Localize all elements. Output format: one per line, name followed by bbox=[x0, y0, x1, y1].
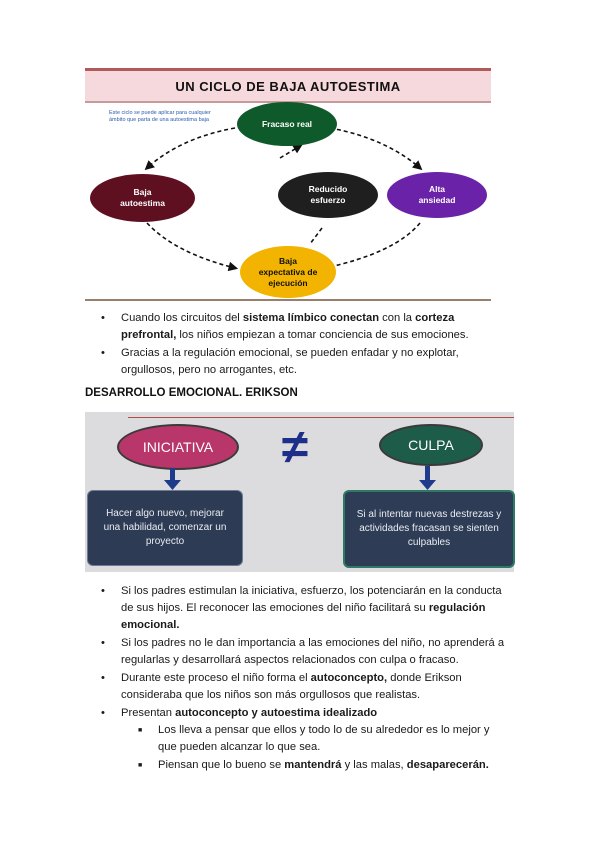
sub-list-item: ■ Los lleva a pensar que ellos y todo lo… bbox=[138, 724, 490, 753]
culpa-oval: CULPA bbox=[379, 424, 483, 466]
list-item: • Cuando los circuitos del sistema límbi… bbox=[101, 312, 469, 341]
divider bbox=[128, 417, 514, 418]
diagram-note: Este ciclo se puede aplicar para cualqui… bbox=[109, 110, 211, 123]
list-item: • Si los padres estimulan la iniciativa,… bbox=[101, 585, 502, 631]
cycle-diagram: UN CICLO DE BAJA AUTOESTIMA Este ciclo s… bbox=[85, 68, 491, 301]
section-heading: DESARROLLO EMOCIONAL. ERIKSON bbox=[85, 387, 298, 399]
node-fracaso-real: Fracaso real bbox=[237, 102, 337, 146]
iniciativa-oval: INICIATIVA bbox=[117, 424, 239, 470]
list-item: • Presentan autoconcepto y autoestima id… bbox=[101, 705, 506, 722]
bullet-icon: • bbox=[101, 347, 105, 359]
square-bullet-icon: ■ bbox=[138, 727, 143, 734]
list-item: • Si los padres no le dan importancia a … bbox=[101, 637, 505, 666]
bullet-icon: • bbox=[101, 637, 105, 649]
down-arrows bbox=[164, 466, 436, 490]
square-bullet-icon: ■ bbox=[138, 762, 143, 769]
node-reducido-esfuerzo: Reducido esfuerzo bbox=[278, 172, 378, 218]
list-item: • Durante este proceso el niño forma el … bbox=[101, 672, 462, 701]
node-alta-ansiedad: Alta ansiedad bbox=[387, 172, 487, 218]
erikson-diagram: INICIATIVA CULPA ≠ Hacer algo nuevo, mej… bbox=[85, 412, 515, 572]
not-equal-icon: ≠ bbox=[281, 421, 309, 474]
culpa-box: Si al intentar nuevas destrezas y activi… bbox=[343, 490, 515, 568]
bullet-icon: • bbox=[101, 312, 105, 324]
list-item: • Gracias a la regulación emocional, se … bbox=[101, 347, 459, 376]
bullet-icon: • bbox=[101, 707, 105, 719]
bullet-icon: • bbox=[101, 672, 105, 684]
node-baja-autoestima: Baja autoestima bbox=[90, 174, 195, 222]
node-baja-expectativa: Baja expectativa de ejecución bbox=[240, 246, 336, 298]
diagram-title: UN CICLO DE BAJA AUTOESTIMA bbox=[85, 68, 491, 103]
iniciativa-box: Hacer algo nuevo, mejorar una habilidad,… bbox=[87, 490, 243, 566]
bullet-icon: • bbox=[101, 585, 105, 597]
sub-list-item: ■ Piensan que lo bueno se mantendrá y la… bbox=[138, 757, 508, 774]
